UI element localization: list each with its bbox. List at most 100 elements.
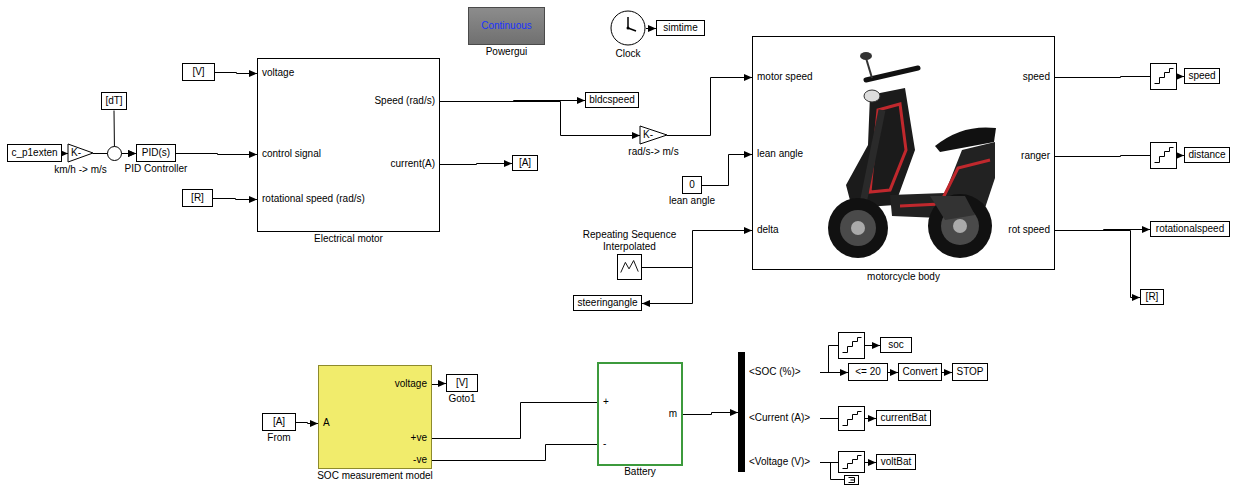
rate-transition-icon bbox=[1151, 143, 1177, 169]
block-name: km/h -> m/s bbox=[54, 164, 107, 176]
port-label: control signal bbox=[262, 148, 321, 160]
constant-block: 0lean angle bbox=[682, 176, 702, 194]
block-text: simtime bbox=[663, 22, 697, 34]
signal-line bbox=[432, 445, 597, 461]
block-name: From bbox=[267, 432, 290, 444]
branch-wire bbox=[831, 463, 845, 480]
signal-line bbox=[1055, 231, 1140, 298]
block-text: currentBat bbox=[880, 412, 926, 424]
goto-tag: [V]Goto1 bbox=[446, 374, 478, 392]
rate-transition-icon bbox=[839, 407, 865, 431]
block-text: [V] bbox=[192, 66, 204, 78]
signal-line bbox=[62, 153, 68, 154]
block-text: c_p1exten bbox=[11, 147, 57, 159]
battery-block: +-mBattery bbox=[597, 362, 683, 466]
rate-transition-icon bbox=[839, 452, 865, 473]
from-tag: [R] bbox=[182, 189, 213, 207]
port-label: delta bbox=[757, 224, 779, 236]
port-label: K- bbox=[643, 129, 653, 141]
terminator-block bbox=[845, 476, 859, 485]
block-name: Battery bbox=[624, 466, 656, 478]
signal-line bbox=[176, 154, 257, 155]
signal-line bbox=[642, 268, 693, 304]
block-text: [A] bbox=[519, 157, 531, 169]
block-name: SOC measurement model bbox=[317, 470, 433, 482]
port-label: lean angle bbox=[757, 148, 803, 160]
bus-selector: <SOC (%)><Current (A)><Voltage (V)> bbox=[738, 352, 820, 472]
port-label: ranger bbox=[1021, 150, 1050, 162]
subsystem-block: Avoltage+ve-veSOC measurement model bbox=[318, 365, 432, 469]
to-workspace-block: speed bbox=[1184, 68, 1220, 84]
block-text: voltBat bbox=[881, 456, 912, 468]
port-label: <Current (A)> bbox=[749, 412, 810, 424]
clock-face bbox=[610, 10, 646, 46]
to-workspace-block: soc bbox=[880, 337, 912, 353]
to-workspace-block: rotationalspeed bbox=[1150, 221, 1230, 237]
block-text: PID(s) bbox=[142, 147, 170, 159]
block-text: [dT] bbox=[105, 95, 122, 107]
from-workspace-block: c_p1exten bbox=[7, 144, 62, 162]
gain-block: K-rad/s-> m/s bbox=[640, 126, 667, 144]
signal-line bbox=[942, 372, 952, 373]
block-text: STOP bbox=[956, 366, 983, 378]
block-text: bldcspeed bbox=[589, 94, 635, 106]
goto-tag: [R] bbox=[1140, 289, 1164, 305]
block-name: Clock bbox=[615, 48, 640, 60]
powergui-block: ContinuousPowergui bbox=[468, 7, 545, 45]
rate-transition-icon bbox=[1151, 64, 1177, 90]
from-tag: [dT] bbox=[101, 92, 127, 110]
port-label: A bbox=[323, 417, 330, 429]
port-label: +ve bbox=[411, 432, 427, 444]
block-text: distance bbox=[1188, 149, 1225, 161]
block-name: motorcycle body bbox=[867, 271, 940, 283]
block-text: speed bbox=[1188, 70, 1215, 82]
signal-line bbox=[646, 28, 656, 29]
port-label: Speed (rad/s) bbox=[374, 95, 435, 107]
block-text: [A] bbox=[273, 416, 285, 428]
port-label: -ve bbox=[413, 454, 427, 466]
port-label: voltage bbox=[395, 378, 427, 390]
block-text: steeringangle bbox=[577, 297, 637, 309]
scooter-picture bbox=[828, 52, 996, 258]
pid-controller: PID(s)PID Controller bbox=[136, 144, 176, 162]
gain-block: K-km/h -> m/s bbox=[68, 144, 93, 162]
to-workspace-block: bldcspeed bbox=[585, 92, 639, 108]
rate-transition-icon bbox=[839, 333, 865, 359]
stop-block: STOP bbox=[952, 363, 988, 381]
from-tag: [A]From bbox=[262, 413, 296, 431]
block-name: PID Controller bbox=[125, 163, 188, 175]
motorcycle-subsystem: motor speedlean angledeltaspeedrangerrot… bbox=[752, 36, 1055, 270]
signal-source: Repeating Sequence Interpolated bbox=[617, 254, 642, 280]
signal-line bbox=[683, 413, 738, 415]
block-name: Repeating Sequence Interpolated bbox=[580, 229, 680, 253]
signal-line bbox=[296, 423, 318, 424]
block-text: rotationalspeed bbox=[1156, 223, 1224, 235]
signal-line bbox=[440, 164, 512, 165]
port-label: speed bbox=[1023, 71, 1050, 83]
signal-line bbox=[432, 384, 446, 385]
port-label: K- bbox=[71, 147, 81, 159]
to-workspace-block: voltBat bbox=[876, 454, 916, 470]
port-label: voltage bbox=[262, 67, 294, 79]
block-text: <= 20 bbox=[855, 366, 881, 378]
port-label: rot speed bbox=[1008, 224, 1050, 236]
block-name: rad/s-> m/s bbox=[628, 146, 678, 158]
signal-line bbox=[215, 73, 257, 74]
signal-line bbox=[820, 372, 848, 373]
bus-bar bbox=[738, 352, 745, 472]
compare-block: <= 20 bbox=[848, 363, 888, 381]
to-workspace-block: steeringangle bbox=[573, 295, 642, 311]
port-label: rotational speed (rad/s) bbox=[262, 193, 365, 205]
signal-line bbox=[667, 78, 752, 136]
port-label: m bbox=[669, 408, 677, 420]
block-text: [R] bbox=[1146, 291, 1159, 303]
block-text: Convert bbox=[902, 366, 937, 378]
sum-block bbox=[108, 147, 122, 161]
block-text: Continuous bbox=[481, 20, 532, 32]
port-label: current(A) bbox=[391, 158, 435, 170]
convert-block: Convert bbox=[898, 363, 942, 381]
block-text: soc bbox=[888, 339, 904, 351]
waveform-icon bbox=[618, 255, 641, 279]
signal-line bbox=[888, 372, 898, 373]
